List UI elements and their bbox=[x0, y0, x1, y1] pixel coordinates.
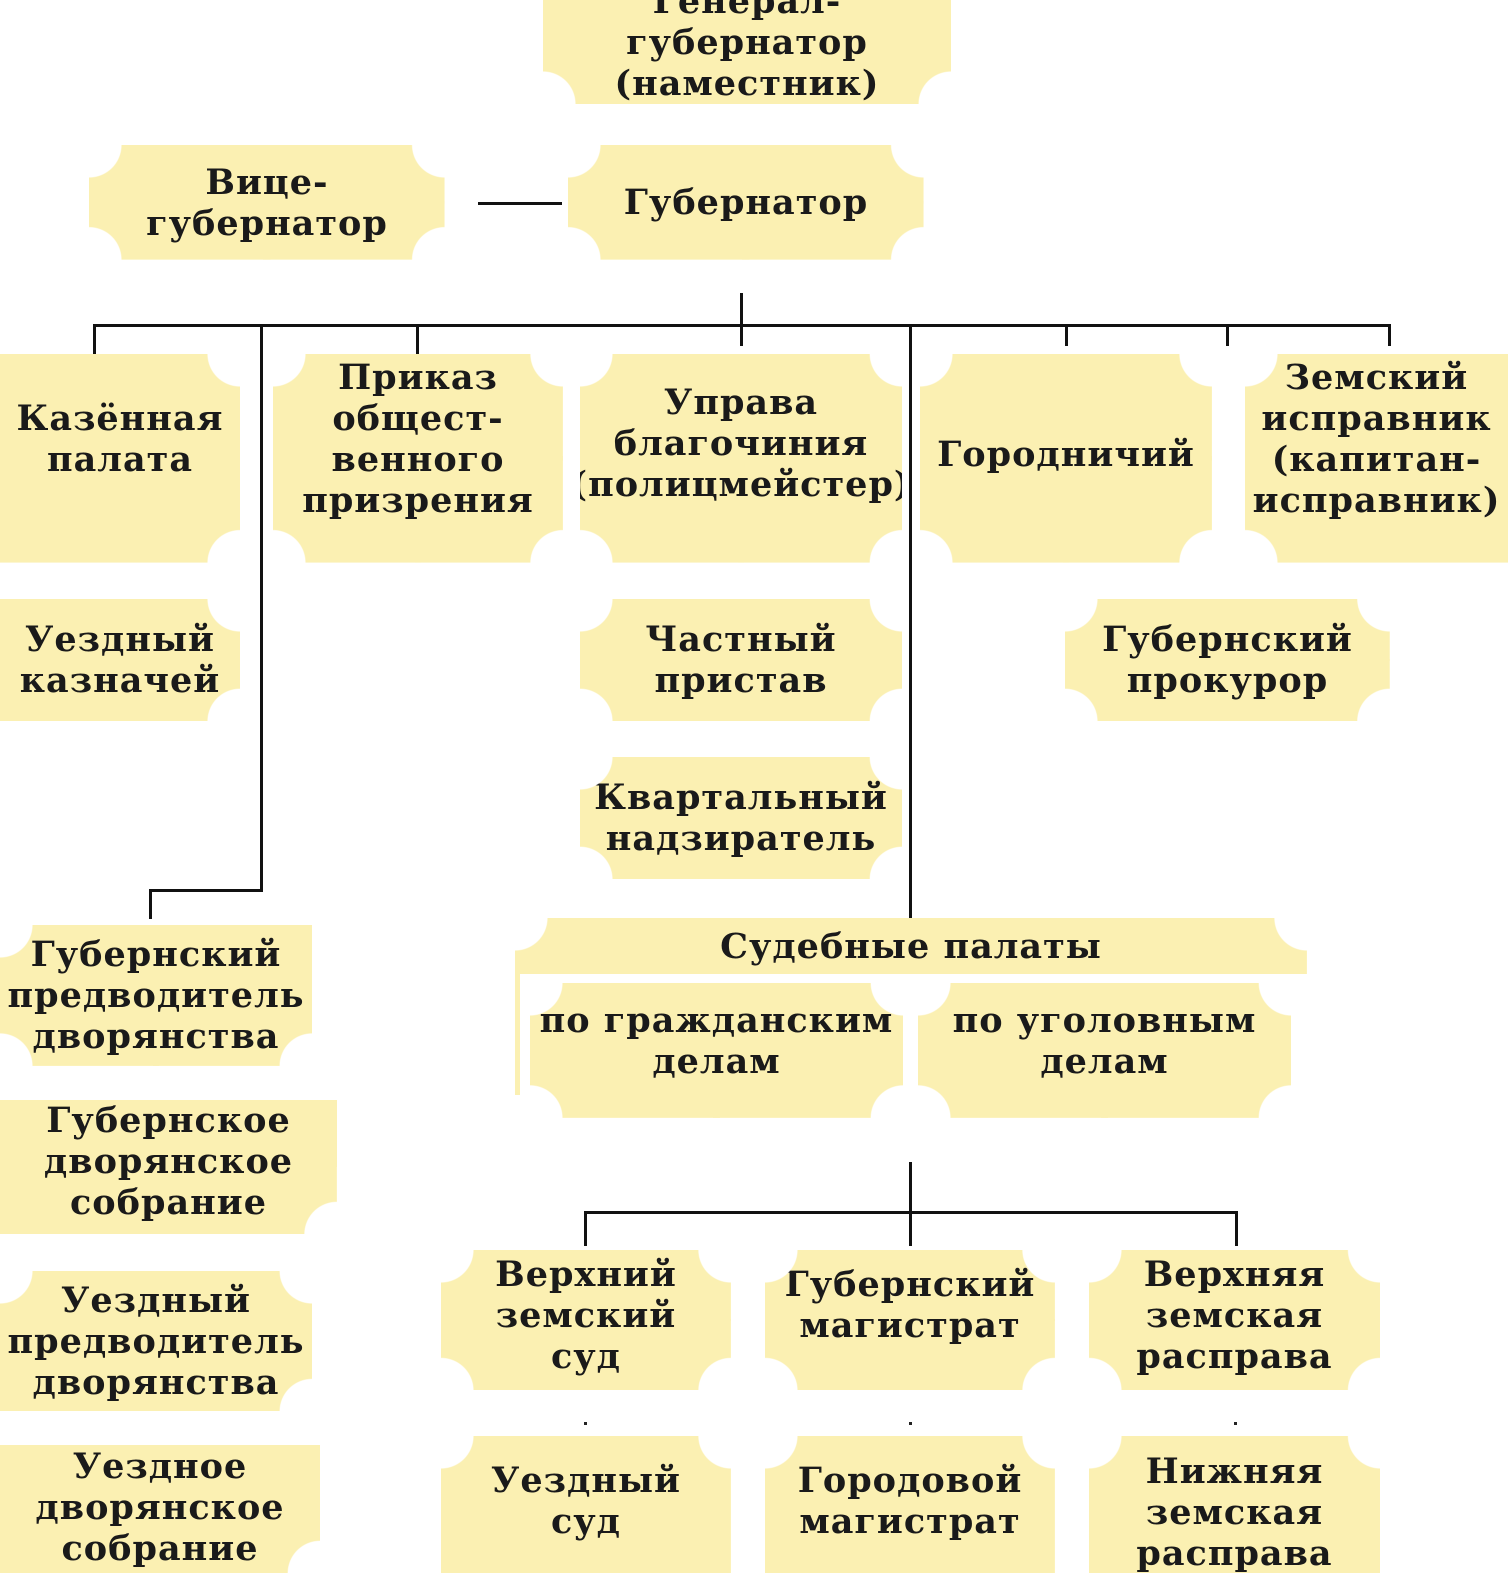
node-uyezd-court: Уездный суд bbox=[441, 1436, 731, 1573]
node-quarter-overseer: Квартальный надзиратель bbox=[580, 757, 902, 879]
connector-courts-bus bbox=[584, 1211, 1238, 1214]
connector-drop-gorodnichy bbox=[1065, 324, 1068, 346]
node-judicial-chambers: Судебные палаты bbox=[515, 918, 1307, 974]
judicial-band-edge bbox=[515, 955, 520, 1095]
node-town-magistrate: Городовой магистрат bbox=[765, 1436, 1055, 1573]
node-governor: Губернатор bbox=[568, 145, 924, 260]
dot-marker bbox=[584, 1422, 587, 1425]
node-criminal-cases: по уголовным делам bbox=[918, 983, 1291, 1118]
connector-courts-stem bbox=[909, 1162, 912, 1246]
node-zemsky-ispravnik: Земский исправник (капитан- исправник) bbox=[1245, 354, 1508, 563]
node-uyezd-marshal: Уездный предводитель дворянства bbox=[0, 1271, 312, 1411]
node-gubernia-marshal: Губернский предводитель дворянства bbox=[0, 925, 312, 1066]
node-upper-zemsky-court: Верхний земский суд bbox=[441, 1250, 731, 1390]
connector-drop-prosecutor bbox=[1226, 324, 1229, 346]
node-uyezd-assembly: Уездное дворянское собрание bbox=[0, 1445, 320, 1573]
connector-governor-stem bbox=[740, 293, 743, 346]
connector-drop-upper-court bbox=[584, 1211, 587, 1246]
node-gubernia-assembly: Губернское дворянское собрание bbox=[0, 1100, 337, 1234]
node-deanery-board: Управа благочиния (полицмейстер) bbox=[571, 354, 910, 563]
node-gubernia-prosecutor: Губернский прокурор bbox=[1065, 599, 1390, 721]
connector-nobility-drop bbox=[149, 889, 152, 919]
connector-drop-charity bbox=[416, 324, 419, 354]
node-gorodnichy: Городничий bbox=[920, 354, 1212, 563]
connector-judicial-vertical bbox=[909, 324, 912, 919]
node-treasury-chamber: Казённая палата bbox=[0, 354, 240, 563]
connector-main-bus bbox=[93, 324, 1391, 327]
dot-marker bbox=[909, 1422, 912, 1425]
connector-drop-treasury bbox=[93, 324, 96, 354]
node-general-governor: Генерал-губернатор (наместник) bbox=[543, 0, 951, 104]
dot-marker bbox=[1234, 1422, 1237, 1425]
connector-vice-governor bbox=[478, 202, 562, 205]
node-lower-zemsky-rasprava: Нижняя земская расправа bbox=[1089, 1436, 1380, 1574]
node-public-charity: Приказ общест- венного призрения bbox=[273, 354, 563, 563]
node-civil-cases: по гражданским делам bbox=[530, 983, 903, 1118]
connector-nobility-horizontal bbox=[149, 889, 263, 892]
node-upper-zemsky-rasprava: Верхняя земская расправа bbox=[1089, 1250, 1380, 1390]
node-vice-governor: Вице-губернатор bbox=[89, 145, 445, 260]
node-uyezd-treasurer: Уездный казначей bbox=[0, 599, 240, 721]
node-gubernia-magistrate: Губернский магистрат bbox=[765, 1250, 1055, 1390]
connector-nobility-vertical bbox=[260, 324, 263, 892]
node-private-bailiff: Частный пристав bbox=[580, 599, 902, 721]
connector-drop-upper-rasprava bbox=[1235, 1211, 1238, 1246]
connector-drop-ispravnik bbox=[1388, 324, 1391, 346]
